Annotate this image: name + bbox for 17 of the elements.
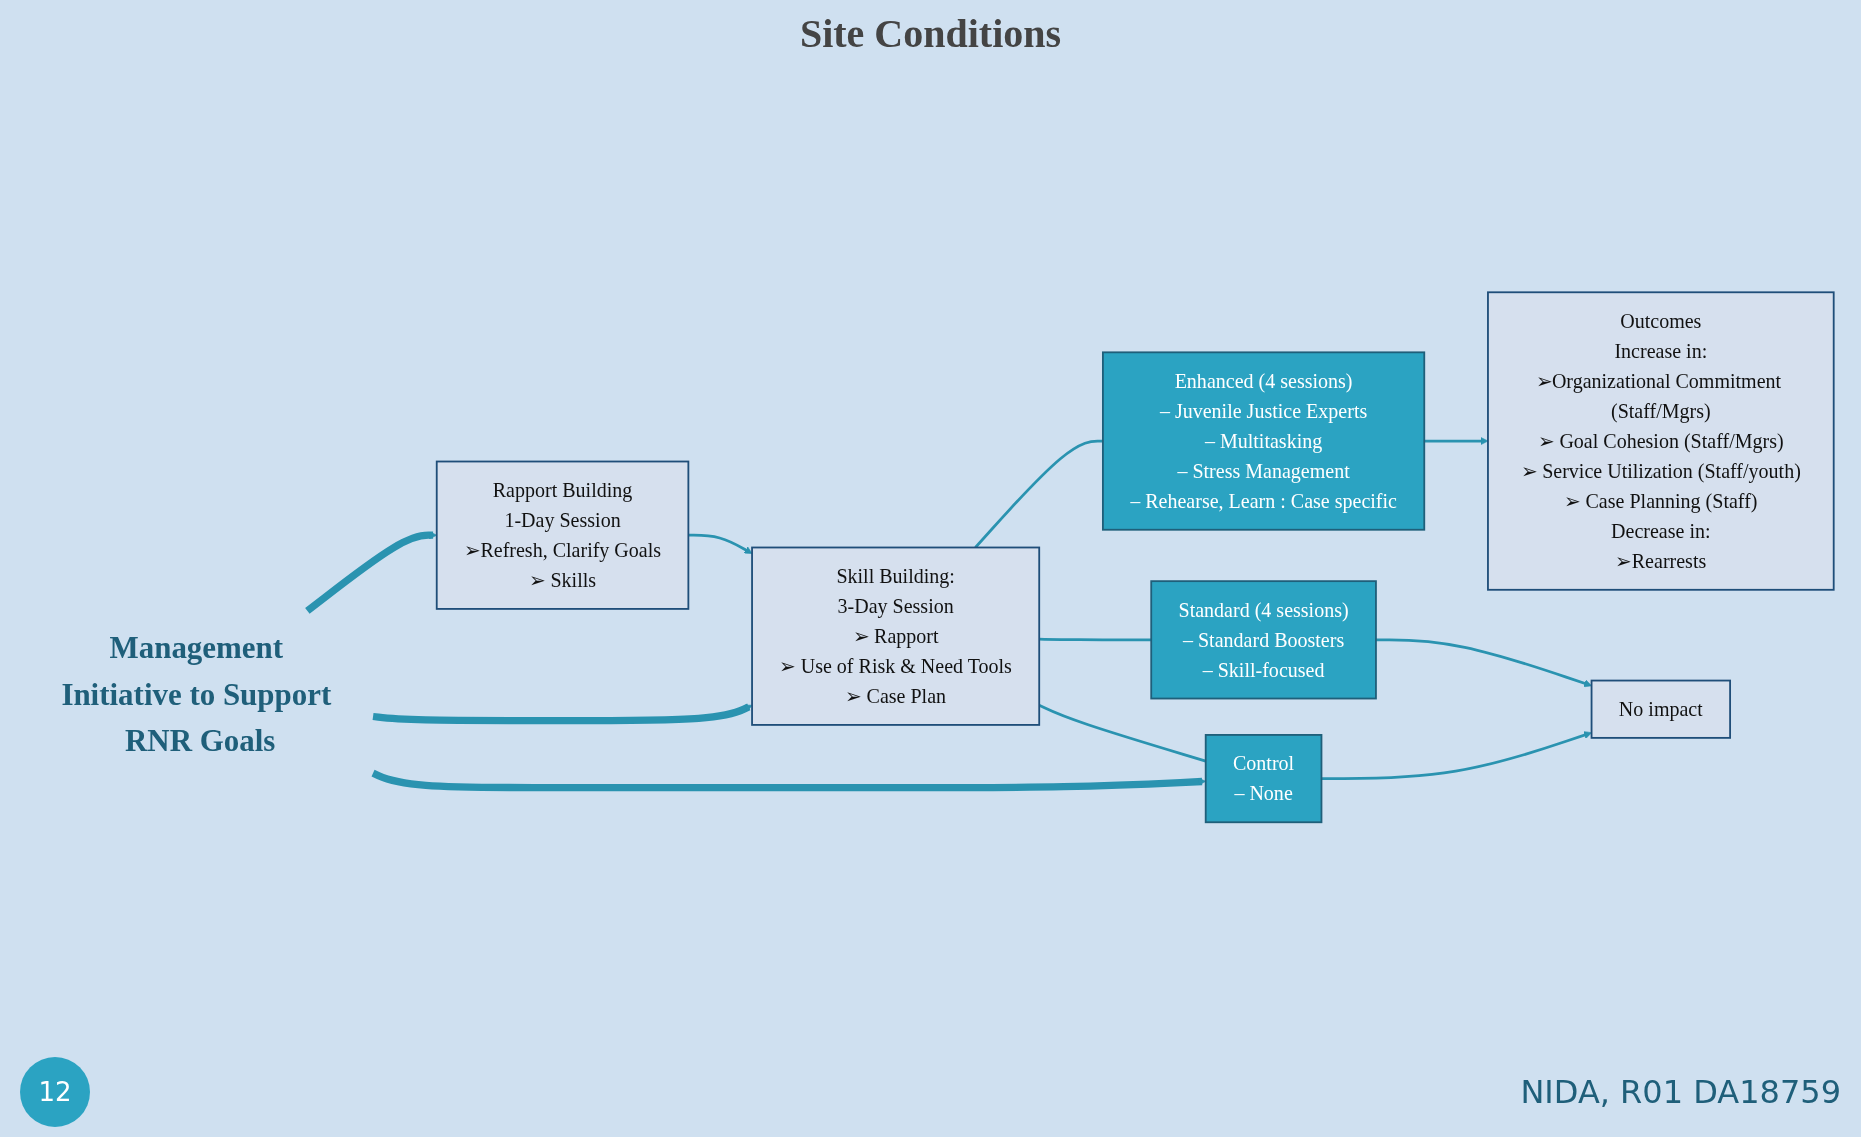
node-box: Outcomes Increase in: ➢Organizational Commitment (Staff/Mgrs) ➢ Goal Cohesion (Staff/Mgrs) ➢ Service Utilization (Staff/youth) ➢ Case Planning (Staff) Decrease in: ➢Rearrests (1487, 291, 1835, 591)
connector (1039, 637, 1152, 641)
connector (974, 439, 1103, 549)
node-box: Standard (4 sessions) – Standard Boosters – Skill-focused (1150, 579, 1377, 700)
arrow (372, 703, 753, 724)
page-number: 12 (20, 1057, 90, 1127)
node-text: Management Initiative to Support RNR Goals (61, 630, 332, 758)
node-box: Control – None (1204, 733, 1323, 823)
node-box: Enhanced (4 sessions) – Juvenile Justice Experts – Multitasking – Stress Management – Rehearse, Learn : Case specific (1102, 351, 1426, 531)
node-box: Rapport Building 1-Day Session ➢Refresh, Clarify Goals ➢ Skills (435, 460, 690, 610)
section-heading: Site Conditions (799, 10, 1062, 57)
node-box: No impact (1590, 679, 1731, 739)
arrow (1321, 730, 1592, 780)
node-box: Skill Building: 3-Day Session ➢ Rapport ➢ Use of Risk & Need Tools ➢ Case Plan (751, 546, 1041, 726)
arrow (688, 533, 753, 554)
grant-reference: NIDA, R01 DA18759 (1520, 1073, 1841, 1111)
arrow (1375, 638, 1592, 687)
